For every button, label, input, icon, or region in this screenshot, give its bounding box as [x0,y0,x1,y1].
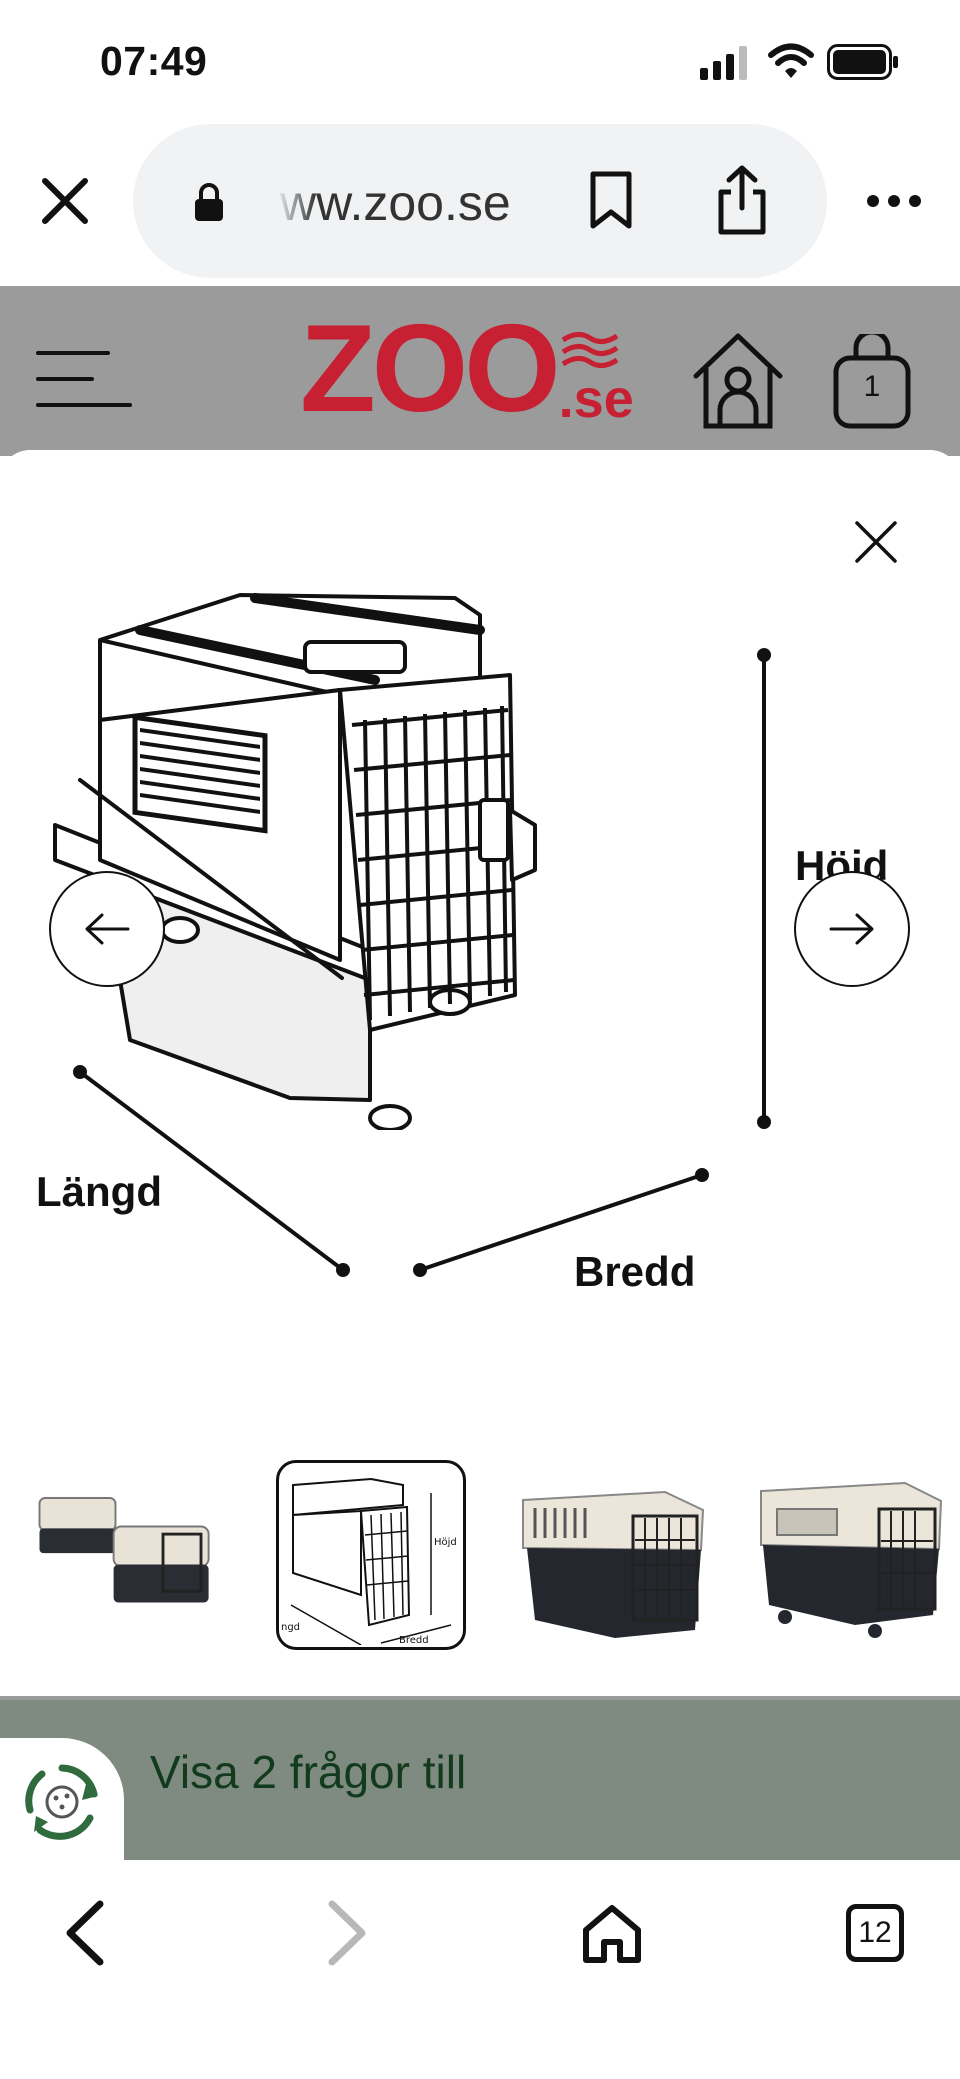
status-bar: 07:49 [0,0,960,124]
image-gallery-modal: Höjd Längd Bredd [0,450,960,1696]
arrow-right-icon [829,913,874,945]
thumb-width-label: Bredd [399,1635,429,1645]
thumbnail-carrier-front[interactable] [515,1460,705,1650]
wifi-icon [768,43,814,78]
length-label: Längd [36,1168,162,1215]
arrow-left-icon [85,913,130,945]
previous-image-button[interactable] [49,871,165,987]
thumbnail-two-carriers[interactable] [30,1460,220,1650]
dimension-lines [73,648,771,1277]
share-icon[interactable] [715,164,769,236]
cart-bag-icon [833,334,911,429]
carrier-dimension-diagram [53,593,537,1130]
url-bar[interactable]: ww.zoo.se [133,124,827,278]
status-time: 07:49 [100,38,208,84]
url-text: ww.zoo.se [280,175,511,231]
browser-bar: ww.zoo.se [0,124,960,286]
thumbnail-diagram[interactable]: Höjd ngd Bredd [276,1460,466,1650]
next-image-button[interactable] [794,871,910,987]
browser-toolbar: 12 [0,1862,960,2079]
lock-icon [195,183,223,221]
close-tab-icon[interactable] [40,176,90,226]
close-modal-icon[interactable] [854,520,898,564]
hamburger-menu-icon[interactable] [36,350,132,408]
cellular-signal-icon [700,46,747,80]
thumb-carrier-angle-image [760,1481,943,1638]
site-logo[interactable]: ZOO .se [300,300,634,438]
tabs-button[interactable]: 12 [846,1904,904,1962]
battery-icon [827,44,898,80]
site-header: ZOO .se 1 [0,286,960,456]
thumb-height-label: Höjd [434,1537,457,1548]
forward-icon[interactable] [324,1898,372,1968]
account-house-icon[interactable] [690,330,786,430]
eco-badge[interactable] [0,1738,124,1862]
back-icon[interactable] [60,1898,108,1968]
recycle-icon [25,1764,98,1840]
logo-suffix-group: .se [558,328,634,429]
url-fade [276,164,316,236]
home-icon[interactable] [580,1902,644,1966]
width-label: Bredd [574,1248,696,1295]
thumb-two-carriers-image [38,1497,210,1603]
thumb-carrier-front-image [522,1490,705,1638]
cart-button[interactable]: 1 [832,334,912,430]
logo-main: ZOO [300,300,561,438]
page-divider [0,1696,960,1702]
thumb-diagram-image: Höjd ngd Bredd [281,1477,457,1645]
show-questions-link[interactable]: Visa 2 frågor till [150,1746,467,1798]
cart-count: 1 [863,370,881,403]
logo-suffix: .se [558,369,634,429]
more-options-icon[interactable] [866,194,922,208]
thumb-length-label: ngd [281,1622,300,1633]
logo-waves-icon [561,332,619,368]
questions-strip[interactable] [0,1700,960,1860]
bookmark-icon[interactable] [588,170,634,232]
thumbnail-carrier-angle[interactable] [755,1460,945,1650]
